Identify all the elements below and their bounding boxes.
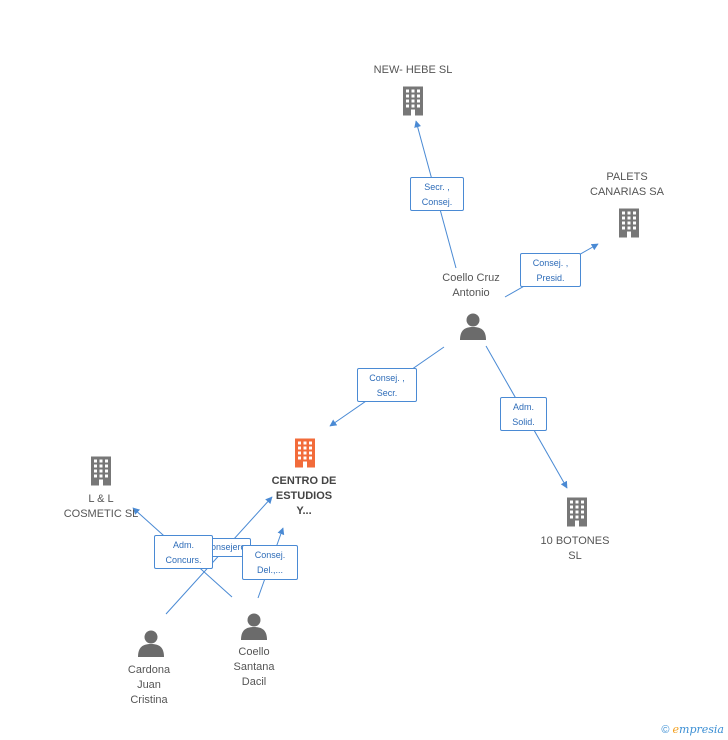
edge-label-line: Consej. , [369, 373, 405, 383]
edge-label-line: Concurs. [165, 555, 202, 565]
node-ll-cosmetic[interactable]: L & L COSMETIC SL [41, 492, 161, 522]
edge-label-line: Adm. [512, 402, 534, 412]
edge-label-line: Secr. [376, 388, 398, 398]
node-name-line: CANARIAS SA [590, 186, 664, 198]
person-icon[interactable] [241, 613, 267, 641]
node-coello-santana[interactable]: Coello Santana Dacil [194, 645, 314, 690]
person-icon[interactable] [460, 313, 486, 341]
edge-label-line: Consej. [421, 197, 453, 207]
node-name-line: Dacil [241, 676, 267, 688]
node-name-line: Santana [233, 661, 275, 673]
edge-label-line: Solid. [512, 417, 535, 427]
edge-label-line: Presid. [536, 273, 565, 283]
copyright-icon: © [661, 724, 670, 736]
building-icon[interactable] [403, 86, 423, 116]
brand-initial: e [672, 723, 680, 736]
building-icon[interactable] [567, 497, 587, 527]
node-name-line: Antonio [452, 287, 490, 299]
node-newhebe[interactable]: NEW- HEBE SL [353, 63, 473, 78]
edge-label-consej-secr[interactable]: Consej. , Secr. [357, 368, 417, 402]
building-icon[interactable] [91, 456, 111, 486]
edge-label-line: Consejero [204, 542, 246, 552]
edge-label-line: Adm. [172, 540, 194, 550]
node-name-line: COSMETIC SL [63, 508, 139, 520]
building-icon[interactable] [619, 208, 639, 238]
edge-label-line: Consej. , [532, 258, 569, 268]
node-palets[interactable]: PALETS CANARIAS SA [567, 170, 687, 200]
node-name-line: L & L [88, 493, 114, 505]
node-name-line: Y... [296, 505, 312, 517]
edge-label-line: Secr. , [424, 182, 450, 192]
node-name-line: ESTUDIOS [275, 490, 333, 502]
edge-label-line: Del.,... [256, 565, 283, 575]
brand-logo: empresia [673, 723, 724, 736]
node-name-line: SL [568, 550, 582, 562]
node-name-line: Cristina [130, 694, 168, 706]
node-name-line: NEW- HEBE SL [373, 64, 453, 76]
node-name-line: Coello Cruz [442, 272, 500, 284]
edge-label-consej-del[interactable]: Consej. Del.,... [242, 545, 298, 580]
building-icon[interactable] [295, 438, 315, 468]
node-name-line: Cardona [127, 664, 171, 676]
node-10-botones[interactable]: 10 BOTONES SL [515, 534, 635, 564]
node-name-line: CENTRO DE [271, 475, 337, 487]
empresia-watermark: © empresia [661, 723, 724, 736]
node-name-line: PALETS [606, 171, 648, 183]
edge-label-adm-solid[interactable]: Adm. Solid. [500, 397, 547, 431]
node-name-line: Juan [137, 679, 161, 691]
edge-label-adm-concurs[interactable]: Adm. Concurs. [154, 535, 213, 569]
node-name-line: Coello [238, 646, 270, 658]
node-centro-estudios[interactable]: CENTRO DE ESTUDIOS Y... [244, 474, 364, 519]
brand-rest: mpresia [679, 723, 724, 736]
edge-label-secr-consej[interactable]: Secr. , Consej. [410, 177, 464, 211]
node-coello-cruz[interactable]: Coello Cruz Antonio [411, 271, 531, 301]
edge-label-line: Consej. [254, 550, 286, 560]
node-name-line: 10 BOTONES [540, 535, 610, 547]
node-cardona[interactable]: Cardona Juan Cristina [89, 663, 209, 708]
person-icon[interactable] [138, 630, 164, 658]
edge-label-consej-presid[interactable]: Consej. , Presid. [520, 253, 581, 287]
